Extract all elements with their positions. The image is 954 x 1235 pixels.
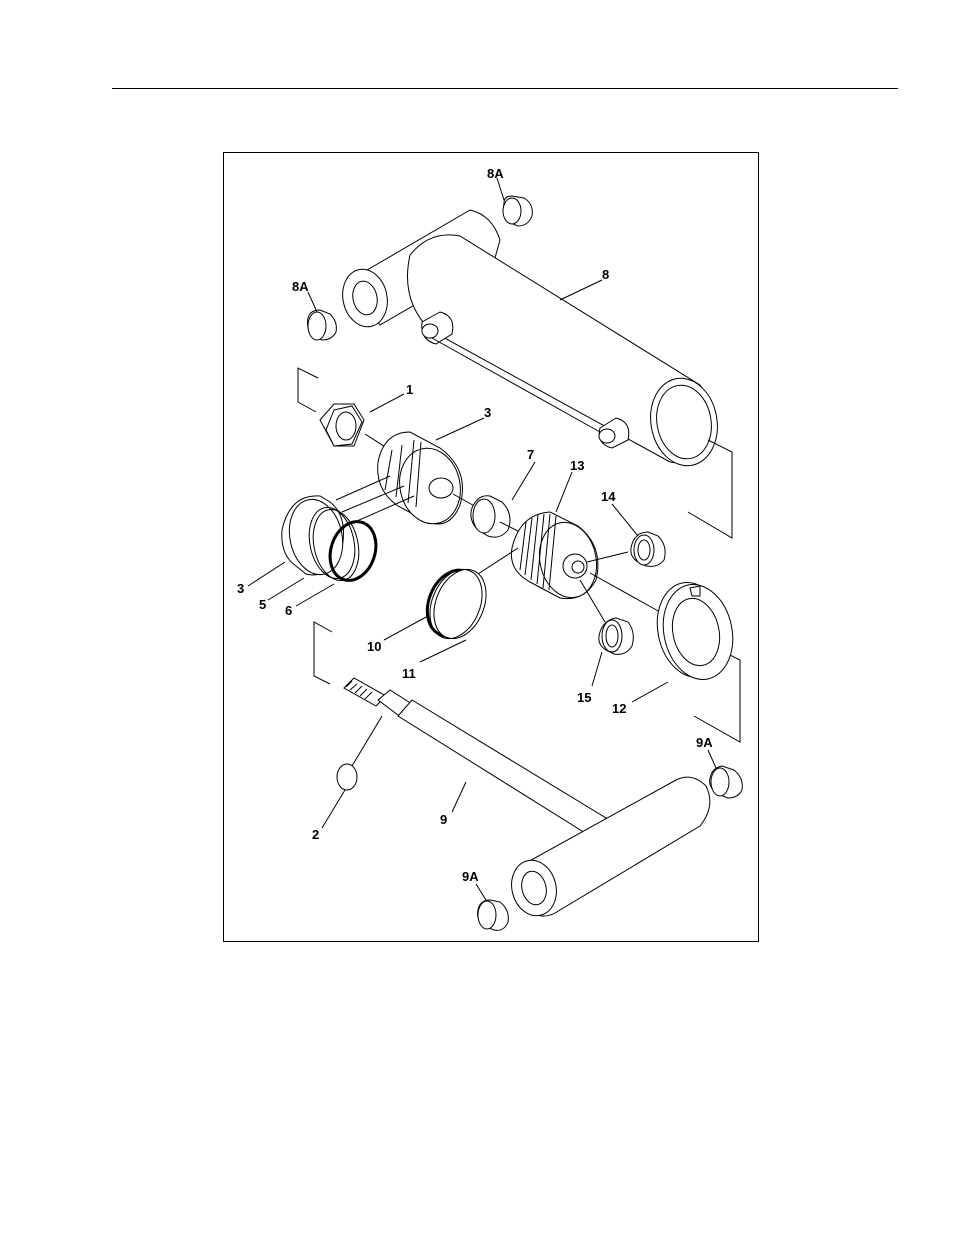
callout-12: 12	[612, 701, 626, 716]
group-bracket-rod	[314, 622, 332, 684]
callout-10: 10	[367, 639, 381, 654]
callout-9A-right: 9A	[696, 735, 713, 750]
wear-ring-part-3	[282, 494, 350, 579]
callout-14: 14	[601, 489, 616, 504]
callout-8: 8	[602, 267, 609, 282]
spacer-part-7	[471, 496, 510, 537]
bushing-part-9A-bottom	[478, 900, 509, 930]
callout-5: 5	[259, 597, 266, 612]
hex-nut-part-1	[320, 404, 364, 446]
cylinder-barrel-part-8	[337, 210, 724, 471]
callout-15: 15	[577, 690, 591, 705]
callout-8A-top: 8A	[487, 166, 504, 181]
callout-3-left: 3	[237, 581, 244, 596]
callout-9A-bottom: 9A	[462, 869, 479, 884]
callout-7: 7	[527, 447, 534, 462]
callout-8A-left: 8A	[292, 279, 309, 294]
callout-6: 6	[285, 603, 292, 618]
group-bracket-left	[298, 368, 318, 412]
lock-ring-part-12	[649, 576, 741, 686]
piston-rod-part-9	[344, 678, 710, 920]
seal-part-15	[599, 618, 633, 654]
callout-11: 11	[402, 666, 416, 681]
callout-1: 1	[406, 382, 413, 397]
bushing-part-8A-left	[308, 310, 337, 340]
piston-part-3	[378, 432, 468, 529]
cylinder-head-part-13	[511, 512, 603, 603]
o-ring-part-2	[337, 764, 357, 790]
backup-ring-part-11	[424, 562, 495, 647]
bushing-part-8A-top	[503, 196, 532, 226]
wiper-part-14	[631, 532, 665, 566]
bushing-part-9A-right	[710, 766, 743, 798]
callout-9: 9	[440, 812, 447, 827]
callout-3-top: 3	[484, 405, 491, 420]
callout-13: 13	[570, 458, 584, 473]
callout-2: 2	[312, 827, 319, 842]
